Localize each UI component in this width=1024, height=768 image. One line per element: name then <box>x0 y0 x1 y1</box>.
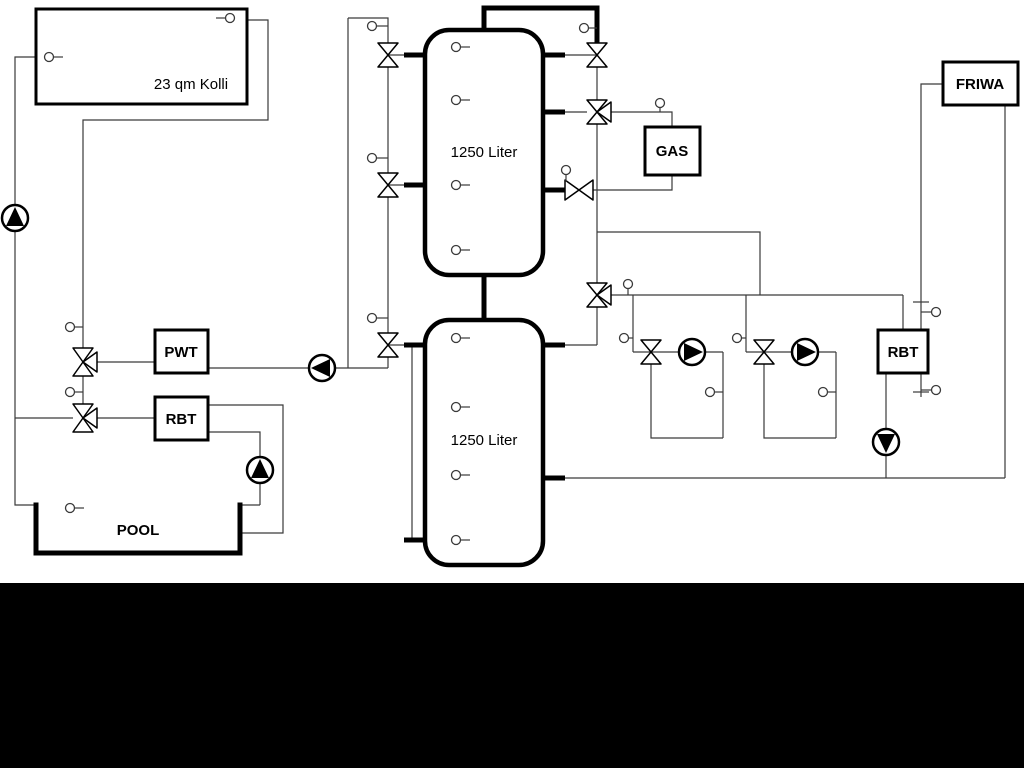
pwt-box <box>153 328 210 375</box>
sensor-collector-left <box>43 51 63 63</box>
friwa-label: FRIWA <box>956 76 1004 93</box>
collector-box <box>34 7 249 106</box>
pwt-unit: PWT <box>153 328 210 375</box>
sensor-friwa-bottom <box>921 384 942 396</box>
sensor-tank-lower-4 <box>450 534 470 546</box>
three-way-valve-pwt <box>72 347 98 377</box>
sensor-gas-return <box>560 164 572 182</box>
sensor-circuit1-drop <box>618 332 633 344</box>
tank-upper-body <box>422 27 546 278</box>
pump-collector <box>0 203 30 233</box>
sensor-right-top <box>578 22 597 34</box>
sensor-column-top <box>366 20 388 32</box>
tank-upper-label: 1250 Liter <box>451 144 518 161</box>
sensor-tank-lower-3 <box>450 469 470 481</box>
sensor-circuit2-return <box>817 386 836 398</box>
pump-circuit1 <box>677 337 707 367</box>
pwt-label: PWT <box>164 344 197 361</box>
valve-column-middle <box>377 172 399 198</box>
sensor-pool <box>64 502 84 514</box>
gas-label: GAS <box>656 143 689 160</box>
valve-circuit1 <box>640 339 662 365</box>
tank-lower-body <box>422 317 546 568</box>
rbt-left-unit: RBT <box>153 395 210 442</box>
three-way-valve-heating <box>586 282 612 308</box>
friwa-unit: FRIWA <box>941 60 1020 107</box>
valves <box>72 42 775 433</box>
pipe-riser-top <box>348 17 389 43</box>
sensor-tank-upper-2 <box>450 94 470 106</box>
sensor-valve1 <box>64 321 83 333</box>
three-way-valve-rbt <box>72 403 98 433</box>
pipe-rbt-pool-supply <box>208 404 284 534</box>
valve-gas-return <box>564 179 594 201</box>
pool-label: POOL <box>117 522 160 539</box>
pool-basin <box>33 502 243 556</box>
sensor-friwa-top <box>921 306 942 318</box>
valve-column-bottom <box>377 332 399 358</box>
pump-rbt-right <box>871 427 901 457</box>
pump-pool <box>245 455 275 485</box>
pipe-collector-supply <box>82 19 269 348</box>
valve-column-top <box>377 42 399 68</box>
rbt-left-label: RBT <box>166 411 197 428</box>
pipe-gas-return <box>593 175 673 191</box>
gas-box <box>643 125 702 177</box>
tank-upper: 1250 Liter <box>422 27 546 278</box>
rbt-right-label: RBT <box>888 344 919 361</box>
sensors <box>43 12 942 546</box>
pipe-tank-top-thick <box>481 5 600 43</box>
pipe-friwa-cold <box>920 83 943 397</box>
pumps <box>0 203 901 485</box>
valve-circuit2 <box>753 339 775 365</box>
sensor-tank-upper-3 <box>450 179 470 191</box>
sensor-circuit2-drop <box>731 332 746 344</box>
tank-lower-label: 1250 Liter <box>451 432 518 449</box>
three-way-valve-gas <box>586 99 612 125</box>
sensor-tank-upper-4 <box>450 244 470 256</box>
sensor-tank-lower-1 <box>450 332 470 344</box>
sensor-tank-upper-1 <box>450 41 470 53</box>
collector-label: 23 qm Kolli <box>154 76 228 93</box>
pipes-thin <box>14 17 1006 541</box>
collector: 23 qm Kolli <box>34 7 249 106</box>
friwa-box <box>941 60 1020 107</box>
pipes-thick <box>404 5 600 543</box>
sensor-column-bottom <box>366 312 388 324</box>
gas-unit: GAS <box>643 125 702 177</box>
sensor-heating-valve <box>622 278 634 295</box>
sensor-tank-lower-2 <box>450 401 470 413</box>
sensor-column-middle <box>366 152 388 164</box>
pipe-collector-return <box>14 56 36 506</box>
sensor-collector-top <box>216 12 236 24</box>
pipe-circuit1-loop <box>650 364 723 439</box>
pump-circuit2 <box>790 337 820 367</box>
pipe-circuit2-loop <box>763 364 836 439</box>
rbt-left-box <box>153 395 210 442</box>
sensor-valve2 <box>64 386 83 398</box>
rbt-right-unit: RBT <box>876 328 930 375</box>
tank-lower: 1250 Liter <box>422 317 546 568</box>
pipe-branch-mid <box>597 231 761 295</box>
sensor-gas-supply <box>654 97 666 112</box>
valve-right-top <box>586 42 608 68</box>
pipe-gas-supply <box>611 111 673 127</box>
pool-unit: POOL <box>33 502 243 556</box>
sensor-circuit1-return <box>704 386 723 398</box>
bottom-black-bar <box>0 583 1024 768</box>
pump-pwt <box>307 353 337 383</box>
rbt-right-box <box>876 328 930 375</box>
